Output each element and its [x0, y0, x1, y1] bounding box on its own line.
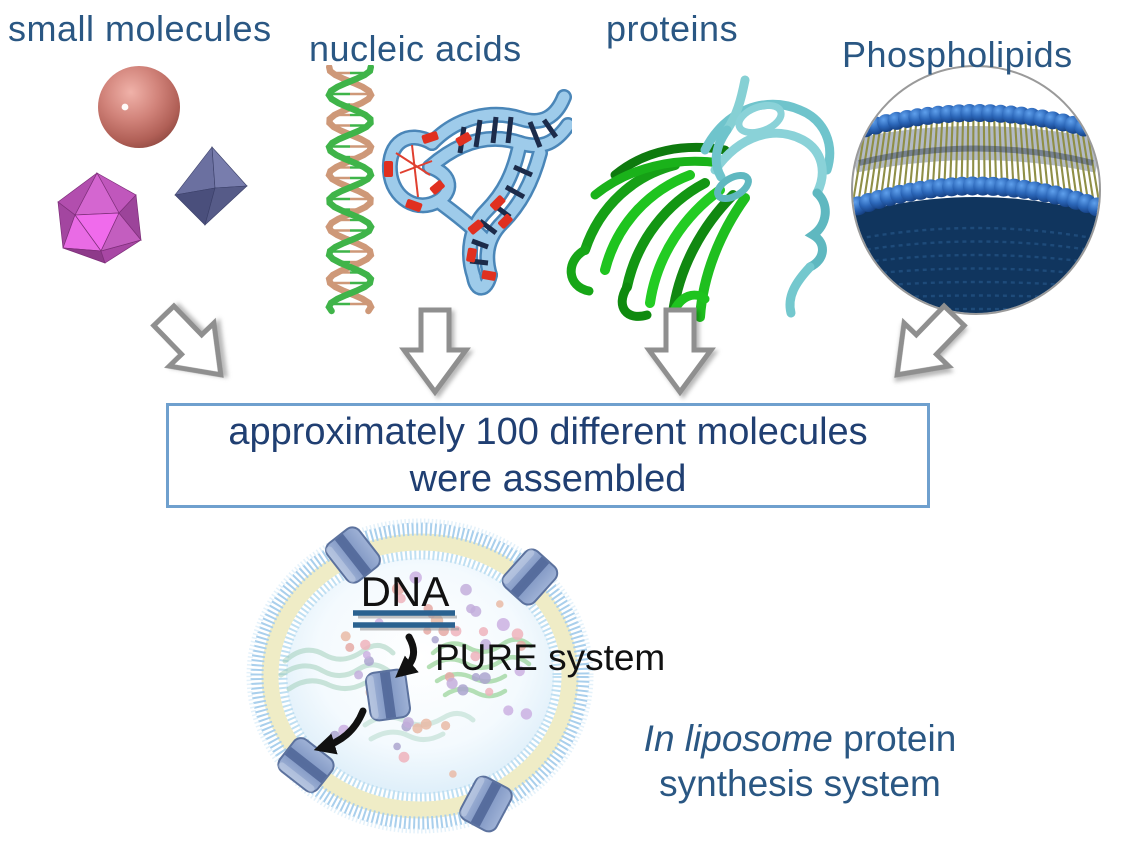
down-arrow-icon: [644, 307, 716, 397]
trna-red-patches: [384, 131, 513, 281]
phospholipids-label: Phospholipids: [842, 34, 1073, 75]
membrane-yellow-ring: [261, 533, 579, 819]
caption-regular: protein: [832, 718, 957, 759]
small-molecules-illustration: [57, 66, 248, 264]
down-arrow-icon: [399, 307, 471, 397]
assembly-line1: approximately 100 different molecules: [228, 411, 868, 454]
insertion-arrow-icon: [313, 707, 367, 755]
pure-system-label: PURE system: [435, 637, 665, 678]
assembly-line2: were assembled: [409, 457, 687, 500]
icosahedron-icon: [57, 172, 142, 264]
tail-midline: [858, 145, 1094, 166]
lipid-bilayer-icon: [851, 65, 1101, 315]
octahedron-icon: [174, 146, 248, 226]
lipid-tails: [853, 119, 1099, 204]
dna-strand-green: [325, 65, 375, 315]
dna-label: DNA: [361, 568, 450, 615]
small-molecules-label: small molecules: [8, 8, 272, 49]
dna-duplex-bars: [353, 610, 459, 631]
down-arrow-icon: [894, 302, 968, 378]
membrane-inner-fringe: [276, 548, 564, 804]
caption-line2: synthesis system: [659, 763, 941, 805]
caption: In liposome protein synthesis system: [632, 716, 968, 806]
membrane-glow: [246, 518, 594, 834]
caption-line1: In liposome protein: [632, 716, 968, 761]
nucleic-acids-label: nucleic acids: [309, 28, 522, 69]
sphere-icon: [98, 66, 180, 148]
membrane-channel-icon: [363, 667, 413, 723]
protein-ribbon-icon: [566, 75, 835, 322]
membrane-outer-fringe: [250, 522, 590, 830]
caption-italic: In liposome: [643, 718, 833, 759]
protein-green-domain: [566, 142, 750, 322]
trna-base-rungs: [457, 116, 559, 266]
tail-backdrop: [853, 126, 1099, 173]
trna-icon: [381, 89, 572, 296]
trna-red-web: [395, 144, 433, 198]
transcription-arrow-icon: [395, 633, 419, 678]
liposome-illustration: DNA PURE system: [246, 518, 665, 836]
dna-helix-icon: [325, 65, 375, 315]
protein-cyan-domain: [700, 75, 835, 318]
proteins-label: proteins: [606, 8, 739, 49]
liposome-interior: [286, 558, 554, 794]
down-arrow-icon: [150, 302, 224, 378]
assembly-statement-box: approximately 100 different molecules we…: [166, 403, 930, 508]
